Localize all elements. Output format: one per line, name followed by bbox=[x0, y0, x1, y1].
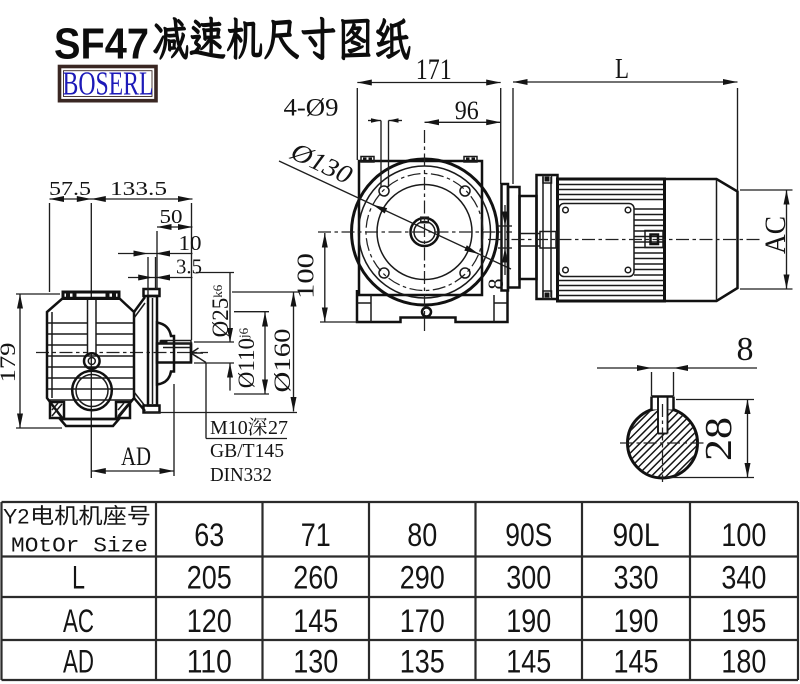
svg-text:170: 170 bbox=[400, 603, 445, 639]
svg-text:L: L bbox=[72, 560, 85, 596]
svg-text:133.5: 133.5 bbox=[110, 178, 167, 200]
svg-text:AD: AD bbox=[63, 644, 94, 680]
svg-text:190: 190 bbox=[506, 603, 551, 639]
svg-text:100: 100 bbox=[721, 517, 766, 553]
svg-text:Ø160: Ø160 bbox=[270, 329, 295, 393]
svg-text:4-Ø9: 4-Ø9 bbox=[284, 95, 339, 122]
svg-text:145: 145 bbox=[506, 644, 551, 680]
svg-text:80: 80 bbox=[407, 517, 437, 553]
svg-text:BOSERL: BOSERL bbox=[63, 66, 154, 103]
svg-text:SF47: SF47 bbox=[54, 20, 149, 69]
svg-text:28: 28 bbox=[698, 417, 740, 461]
svg-text:190: 190 bbox=[614, 603, 659, 639]
svg-text:M10: M10 bbox=[210, 417, 248, 439]
svg-text:290: 290 bbox=[400, 560, 445, 596]
svg-text:100: 100 bbox=[294, 253, 320, 299]
svg-text:3.5: 3.5 bbox=[176, 255, 202, 279]
svg-text:135: 135 bbox=[400, 644, 445, 680]
svg-text:AC: AC bbox=[759, 216, 792, 254]
svg-text:120: 120 bbox=[187, 603, 232, 639]
svg-text:Ø25k6: Ø25k6 bbox=[208, 284, 233, 337]
svg-text:71: 71 bbox=[301, 517, 331, 553]
svg-text:110: 110 bbox=[187, 644, 232, 680]
svg-text:MOtOr Size: MOtOr Size bbox=[11, 536, 148, 559]
svg-text:300: 300 bbox=[506, 560, 551, 596]
svg-text:GB/T145: GB/T145 bbox=[210, 440, 284, 462]
svg-text:130: 130 bbox=[293, 644, 338, 680]
svg-text:AD: AD bbox=[121, 442, 151, 471]
svg-text:260: 260 bbox=[293, 560, 338, 596]
svg-text:340: 340 bbox=[721, 560, 766, 596]
svg-text:90S: 90S bbox=[505, 517, 552, 553]
svg-text:10: 10 bbox=[179, 231, 202, 255]
svg-text:27: 27 bbox=[268, 417, 288, 439]
svg-text:330: 330 bbox=[614, 560, 659, 596]
svg-text:145: 145 bbox=[293, 603, 338, 639]
svg-text:180: 180 bbox=[721, 644, 766, 680]
svg-text:8: 8 bbox=[483, 279, 508, 290]
svg-text:90L: 90L bbox=[613, 517, 660, 553]
svg-text:L: L bbox=[615, 54, 629, 85]
svg-text:DIN332: DIN332 bbox=[210, 464, 272, 486]
svg-text:96: 96 bbox=[455, 96, 479, 125]
svg-text:63: 63 bbox=[194, 517, 224, 553]
svg-text:AC: AC bbox=[63, 603, 94, 639]
svg-text:205: 205 bbox=[187, 560, 232, 596]
svg-text:195: 195 bbox=[721, 603, 766, 639]
svg-text:Y2: Y2 bbox=[3, 505, 29, 529]
svg-text:179: 179 bbox=[0, 343, 20, 383]
svg-text:171: 171 bbox=[416, 53, 452, 86]
svg-text:50: 50 bbox=[160, 206, 183, 228]
svg-text:145: 145 bbox=[614, 644, 659, 680]
svg-text:8: 8 bbox=[737, 331, 754, 368]
svg-text:57.5: 57.5 bbox=[49, 178, 91, 200]
